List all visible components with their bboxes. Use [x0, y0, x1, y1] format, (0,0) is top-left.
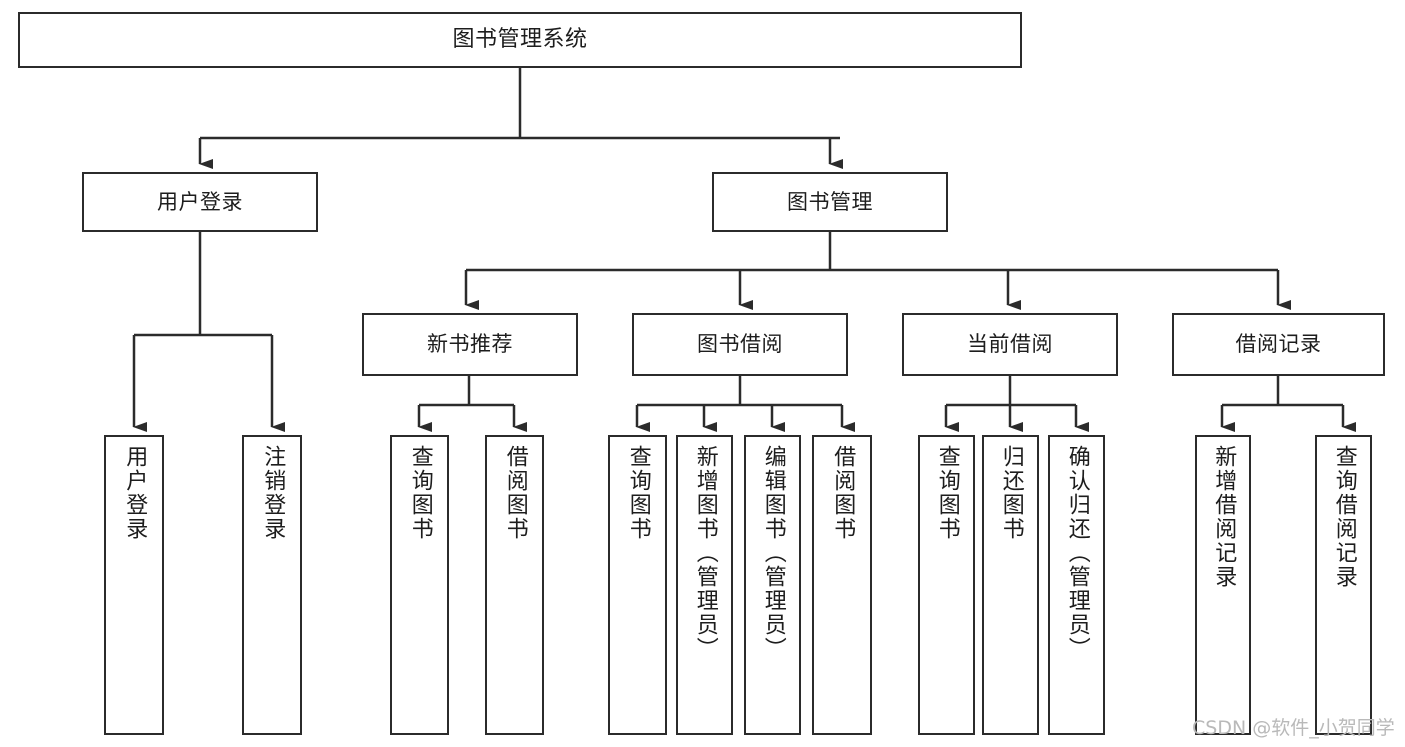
- leaf-user-login-signin[interactable]: 用户登录: [104, 435, 164, 735]
- leaf-book-borrow-add[interactable]: 新增图书（管理员）: [676, 435, 733, 735]
- node-label: 归还图书: [998, 445, 1024, 541]
- node-label: 借阅图书: [502, 445, 528, 541]
- leaf-borrow-record-add[interactable]: 新增借阅记录: [1195, 435, 1251, 735]
- node-label: 图书管理系统: [452, 27, 588, 53]
- leaf-current-borrow-return[interactable]: 归还图书: [982, 435, 1039, 735]
- node-new-book-recommend[interactable]: 新书推荐: [362, 313, 578, 376]
- leaf-book-borrow-edit[interactable]: 编辑图书（管理员）: [744, 435, 801, 735]
- node-label: 编辑图书（管理员）: [760, 445, 786, 661]
- node-label: 查询图书: [407, 445, 433, 541]
- node-label: 借阅图书: [830, 445, 856, 541]
- leaf-current-borrow-confirm[interactable]: 确认归还（管理员）: [1048, 435, 1105, 735]
- node-label: 新增图书（管理员）: [692, 445, 718, 661]
- node-label: 查询图书: [934, 445, 960, 541]
- node-label: 借阅记录: [1235, 332, 1322, 357]
- csdn-watermark: CSDN @软件_小贺同学: [1192, 717, 1395, 739]
- node-label: 新书推荐: [427, 332, 513, 357]
- leaf-new-book-query[interactable]: 查询图书: [390, 435, 449, 735]
- node-label: 用户登录: [122, 445, 148, 541]
- node-label: 图书借阅: [697, 332, 783, 357]
- node-label: 当前借阅: [967, 332, 1053, 357]
- leaf-user-login-signout[interactable]: 注销登录: [242, 435, 302, 735]
- node-root-system[interactable]: 图书管理系统: [18, 12, 1022, 68]
- leaf-book-borrow-query[interactable]: 查询图书: [608, 435, 667, 735]
- node-label: 新增借阅记录: [1211, 445, 1237, 589]
- node-current-borrow[interactable]: 当前借阅: [902, 313, 1118, 376]
- node-label: 查询借阅记录: [1331, 445, 1357, 589]
- leaf-book-borrow-borrow[interactable]: 借阅图书: [812, 435, 872, 735]
- node-label: 查询图书: [625, 445, 651, 541]
- node-label: 确认归还（管理员）: [1064, 445, 1090, 661]
- node-book-borrow[interactable]: 图书借阅: [632, 313, 848, 376]
- leaf-new-book-borrow[interactable]: 借阅图书: [485, 435, 544, 735]
- node-book-management[interactable]: 图书管理: [712, 172, 948, 232]
- node-user-login[interactable]: 用户登录: [82, 172, 318, 232]
- leaf-current-borrow-query[interactable]: 查询图书: [918, 435, 975, 735]
- node-label: 用户登录: [157, 189, 243, 214]
- leaf-borrow-record-query[interactable]: 查询借阅记录: [1315, 435, 1372, 735]
- node-borrow-record[interactable]: 借阅记录: [1172, 313, 1385, 376]
- node-label: 注销登录: [260, 445, 286, 541]
- node-label: 图书管理: [787, 189, 873, 214]
